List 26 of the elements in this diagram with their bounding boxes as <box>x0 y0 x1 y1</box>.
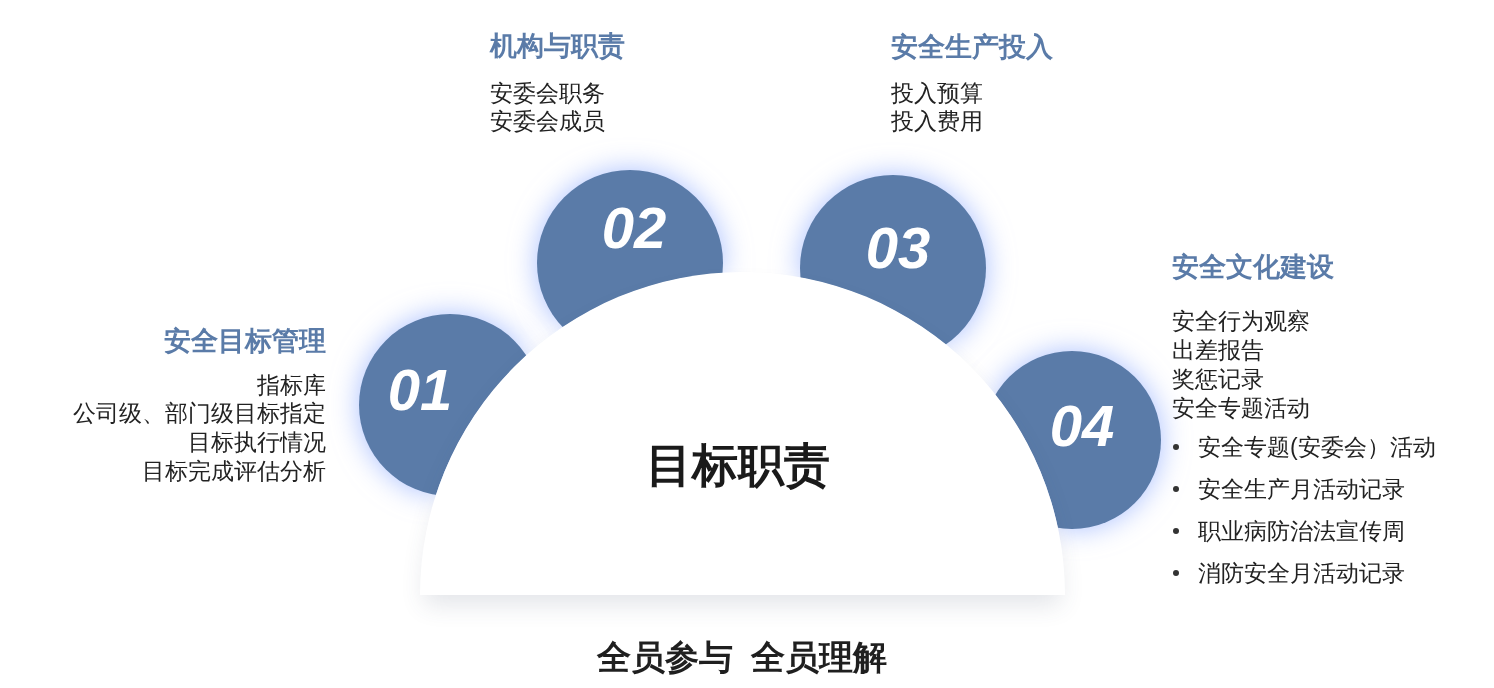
step-number: 02 <box>601 199 667 257</box>
list-item: 安全专题(安委会）活动 <box>1198 433 1436 461</box>
list-item: 投入费用 <box>891 107 983 135</box>
list-item: 奖惩记录 <box>1172 365 1264 393</box>
list-item: 消防安全月活动记录 <box>1198 559 1405 587</box>
list-item: 安委会成员 <box>490 107 605 135</box>
section-heading: 机构与职责 <box>490 30 625 62</box>
step-number: 04 <box>1049 397 1115 455</box>
section-heading: 安全目标管理 <box>164 325 326 357</box>
section-heading: 安全生产投入 <box>891 31 1053 63</box>
list-item: 安委会职务 <box>490 79 605 107</box>
section-heading: 安全文化建设 <box>1172 251 1334 283</box>
list-item: 目标完成评估分析 <box>142 457 326 485</box>
list-item: 投入预算 <box>891 79 983 107</box>
step-number: 01 <box>387 361 453 419</box>
list-item: 安全专题活动 <box>1172 394 1310 422</box>
center-title: 目标职责 <box>646 439 830 491</box>
caption-text: 全员参与 全员理解 <box>596 637 888 677</box>
list-item: 出差报告 <box>1172 336 1264 364</box>
list-item: 公司级、部门级目标指定 <box>73 399 326 427</box>
list-item: 安全生产月活动记录 <box>1198 475 1405 503</box>
step-number: 03 <box>865 219 931 277</box>
list-item: 指标库 <box>257 371 326 399</box>
list-item: 职业病防治法宣传周 <box>1198 517 1405 545</box>
list-item: 目标执行情况 <box>188 428 326 456</box>
list-item: 安全行为观察 <box>1172 307 1310 335</box>
